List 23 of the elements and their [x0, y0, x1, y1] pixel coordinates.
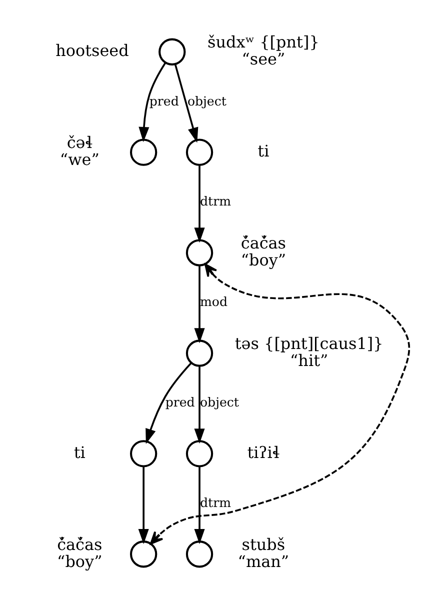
- node-label: tiʔiɬ: [246, 442, 280, 462]
- edge-label: dtrm: [200, 194, 230, 209]
- node-label: “boy”: [240, 250, 286, 270]
- node-label: “we”: [59, 150, 99, 170]
- node-label: č̓ač̓as: [56, 534, 102, 554]
- node-label: ti: [257, 142, 269, 161]
- node-label: “see”: [241, 50, 285, 69]
- edge-label: pred: [148, 93, 178, 108]
- edge-label: dtrm: [200, 495, 230, 510]
- node-label: stubš: [241, 534, 285, 554]
- node-label: ti: [73, 442, 85, 462]
- edge-label: object: [186, 93, 226, 108]
- node-label: təs {[pnt][caus1]}: [234, 334, 383, 353]
- node-label: “hit”: [290, 351, 328, 370]
- node-label: “boy”: [56, 552, 102, 571]
- edge-label: mod: [200, 294, 228, 310]
- edge-label: object: [200, 394, 238, 410]
- node-label: “man”: [237, 552, 289, 571]
- edge-label: pred: [164, 394, 194, 410]
- node-label: šudxʷ {[pnt]}: [207, 32, 319, 52]
- node-label: č̓ač̓as: [240, 233, 286, 252]
- node-label: čəɬ: [66, 132, 92, 152]
- label: hootseed: [55, 41, 128, 60]
